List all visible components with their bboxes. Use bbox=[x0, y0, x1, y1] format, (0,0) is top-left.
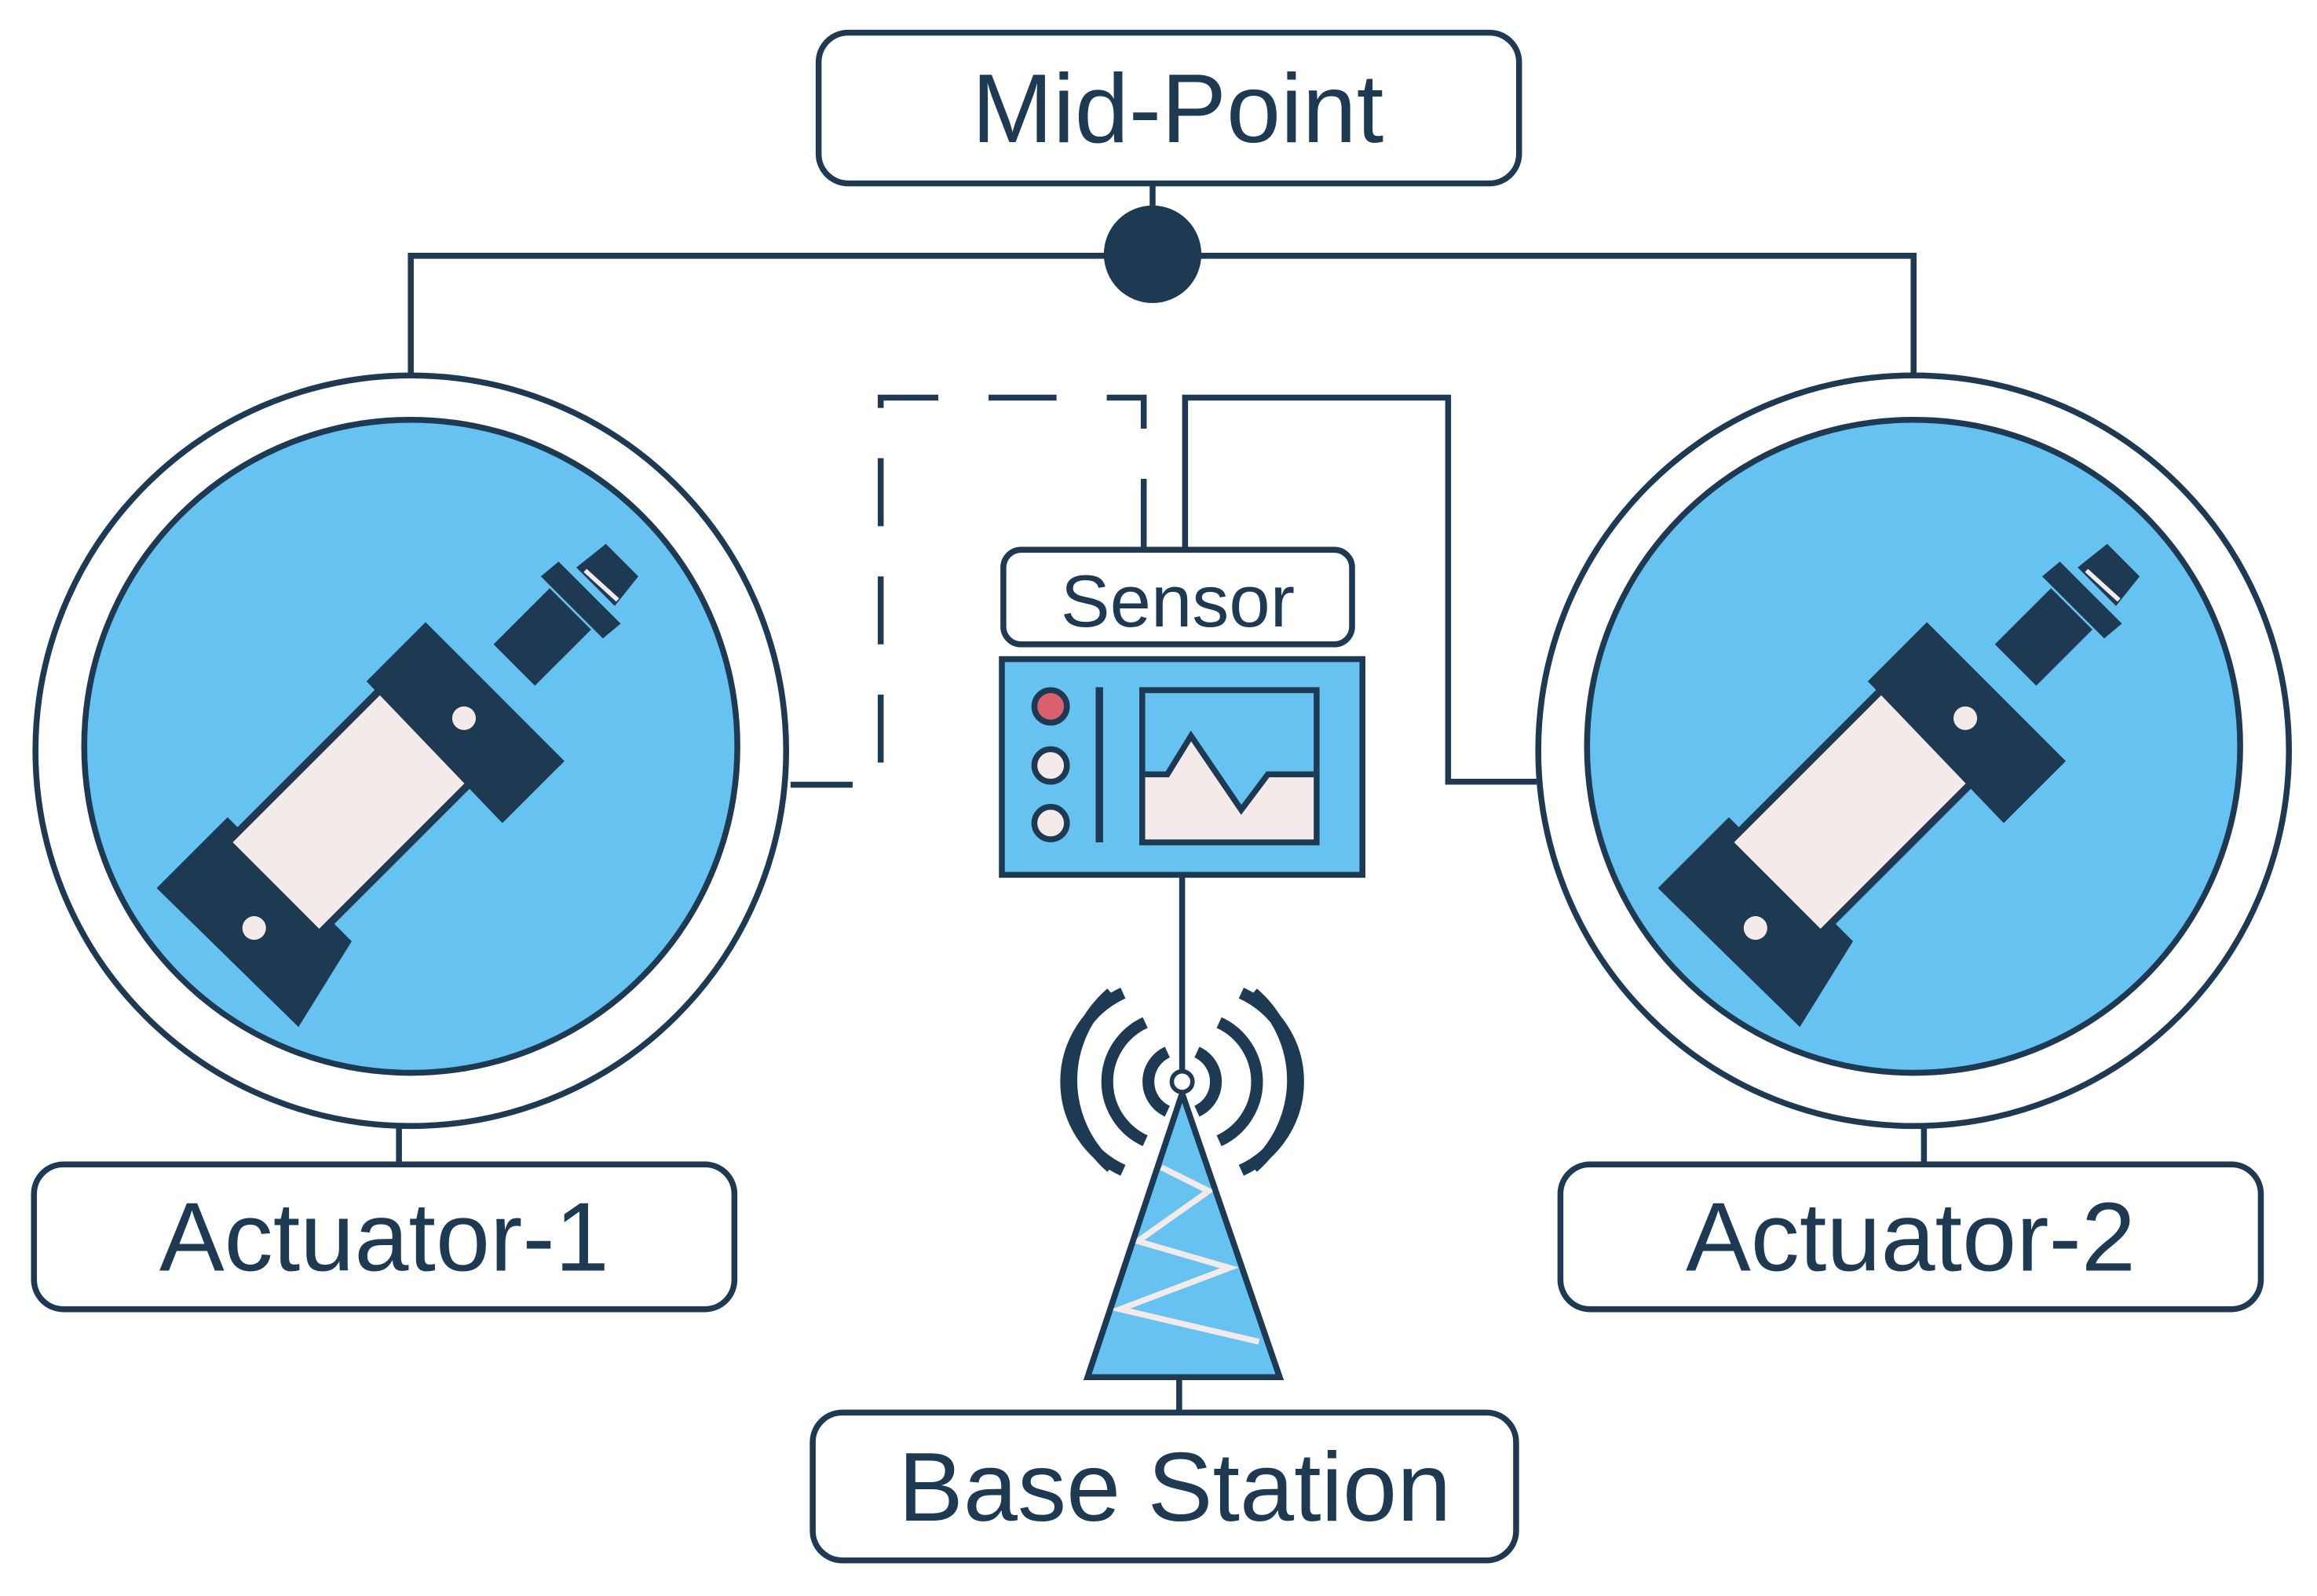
antenna-tower-icon bbox=[1083, 1068, 1285, 1381]
signal-waves-outer-icon bbox=[1065, 988, 1299, 1172]
base-station-label: Base Station bbox=[898, 1433, 1451, 1542]
actuator-1-label: Actuator-1 bbox=[159, 1184, 609, 1292]
mid-point-label-box: Mid-Point bbox=[815, 29, 1522, 187]
actuator-1-label-box: Actuator-1 bbox=[31, 1161, 738, 1313]
actuator-cylinder-icon bbox=[156, 543, 639, 1028]
actuator-cylinder-icon bbox=[1657, 543, 2140, 1028]
base-station-label-box: Base Station bbox=[809, 1409, 1519, 1564]
sensor-label-box: Sensor bbox=[1000, 546, 1355, 648]
mid-point-label: Mid-Point bbox=[972, 55, 1384, 163]
dashed-wireless-link bbox=[790, 394, 1147, 788]
sensor-label: Sensor bbox=[1061, 560, 1295, 642]
actuator-2-node bbox=[1535, 372, 2293, 1130]
actuator-1-node bbox=[32, 372, 789, 1130]
mid-point-junction bbox=[1103, 205, 1202, 304]
actuator-2-label-box: Actuator-2 bbox=[1557, 1161, 2264, 1313]
sensor-monitor-icon bbox=[999, 656, 1365, 878]
actuator-2-label: Actuator-2 bbox=[1686, 1184, 2136, 1292]
